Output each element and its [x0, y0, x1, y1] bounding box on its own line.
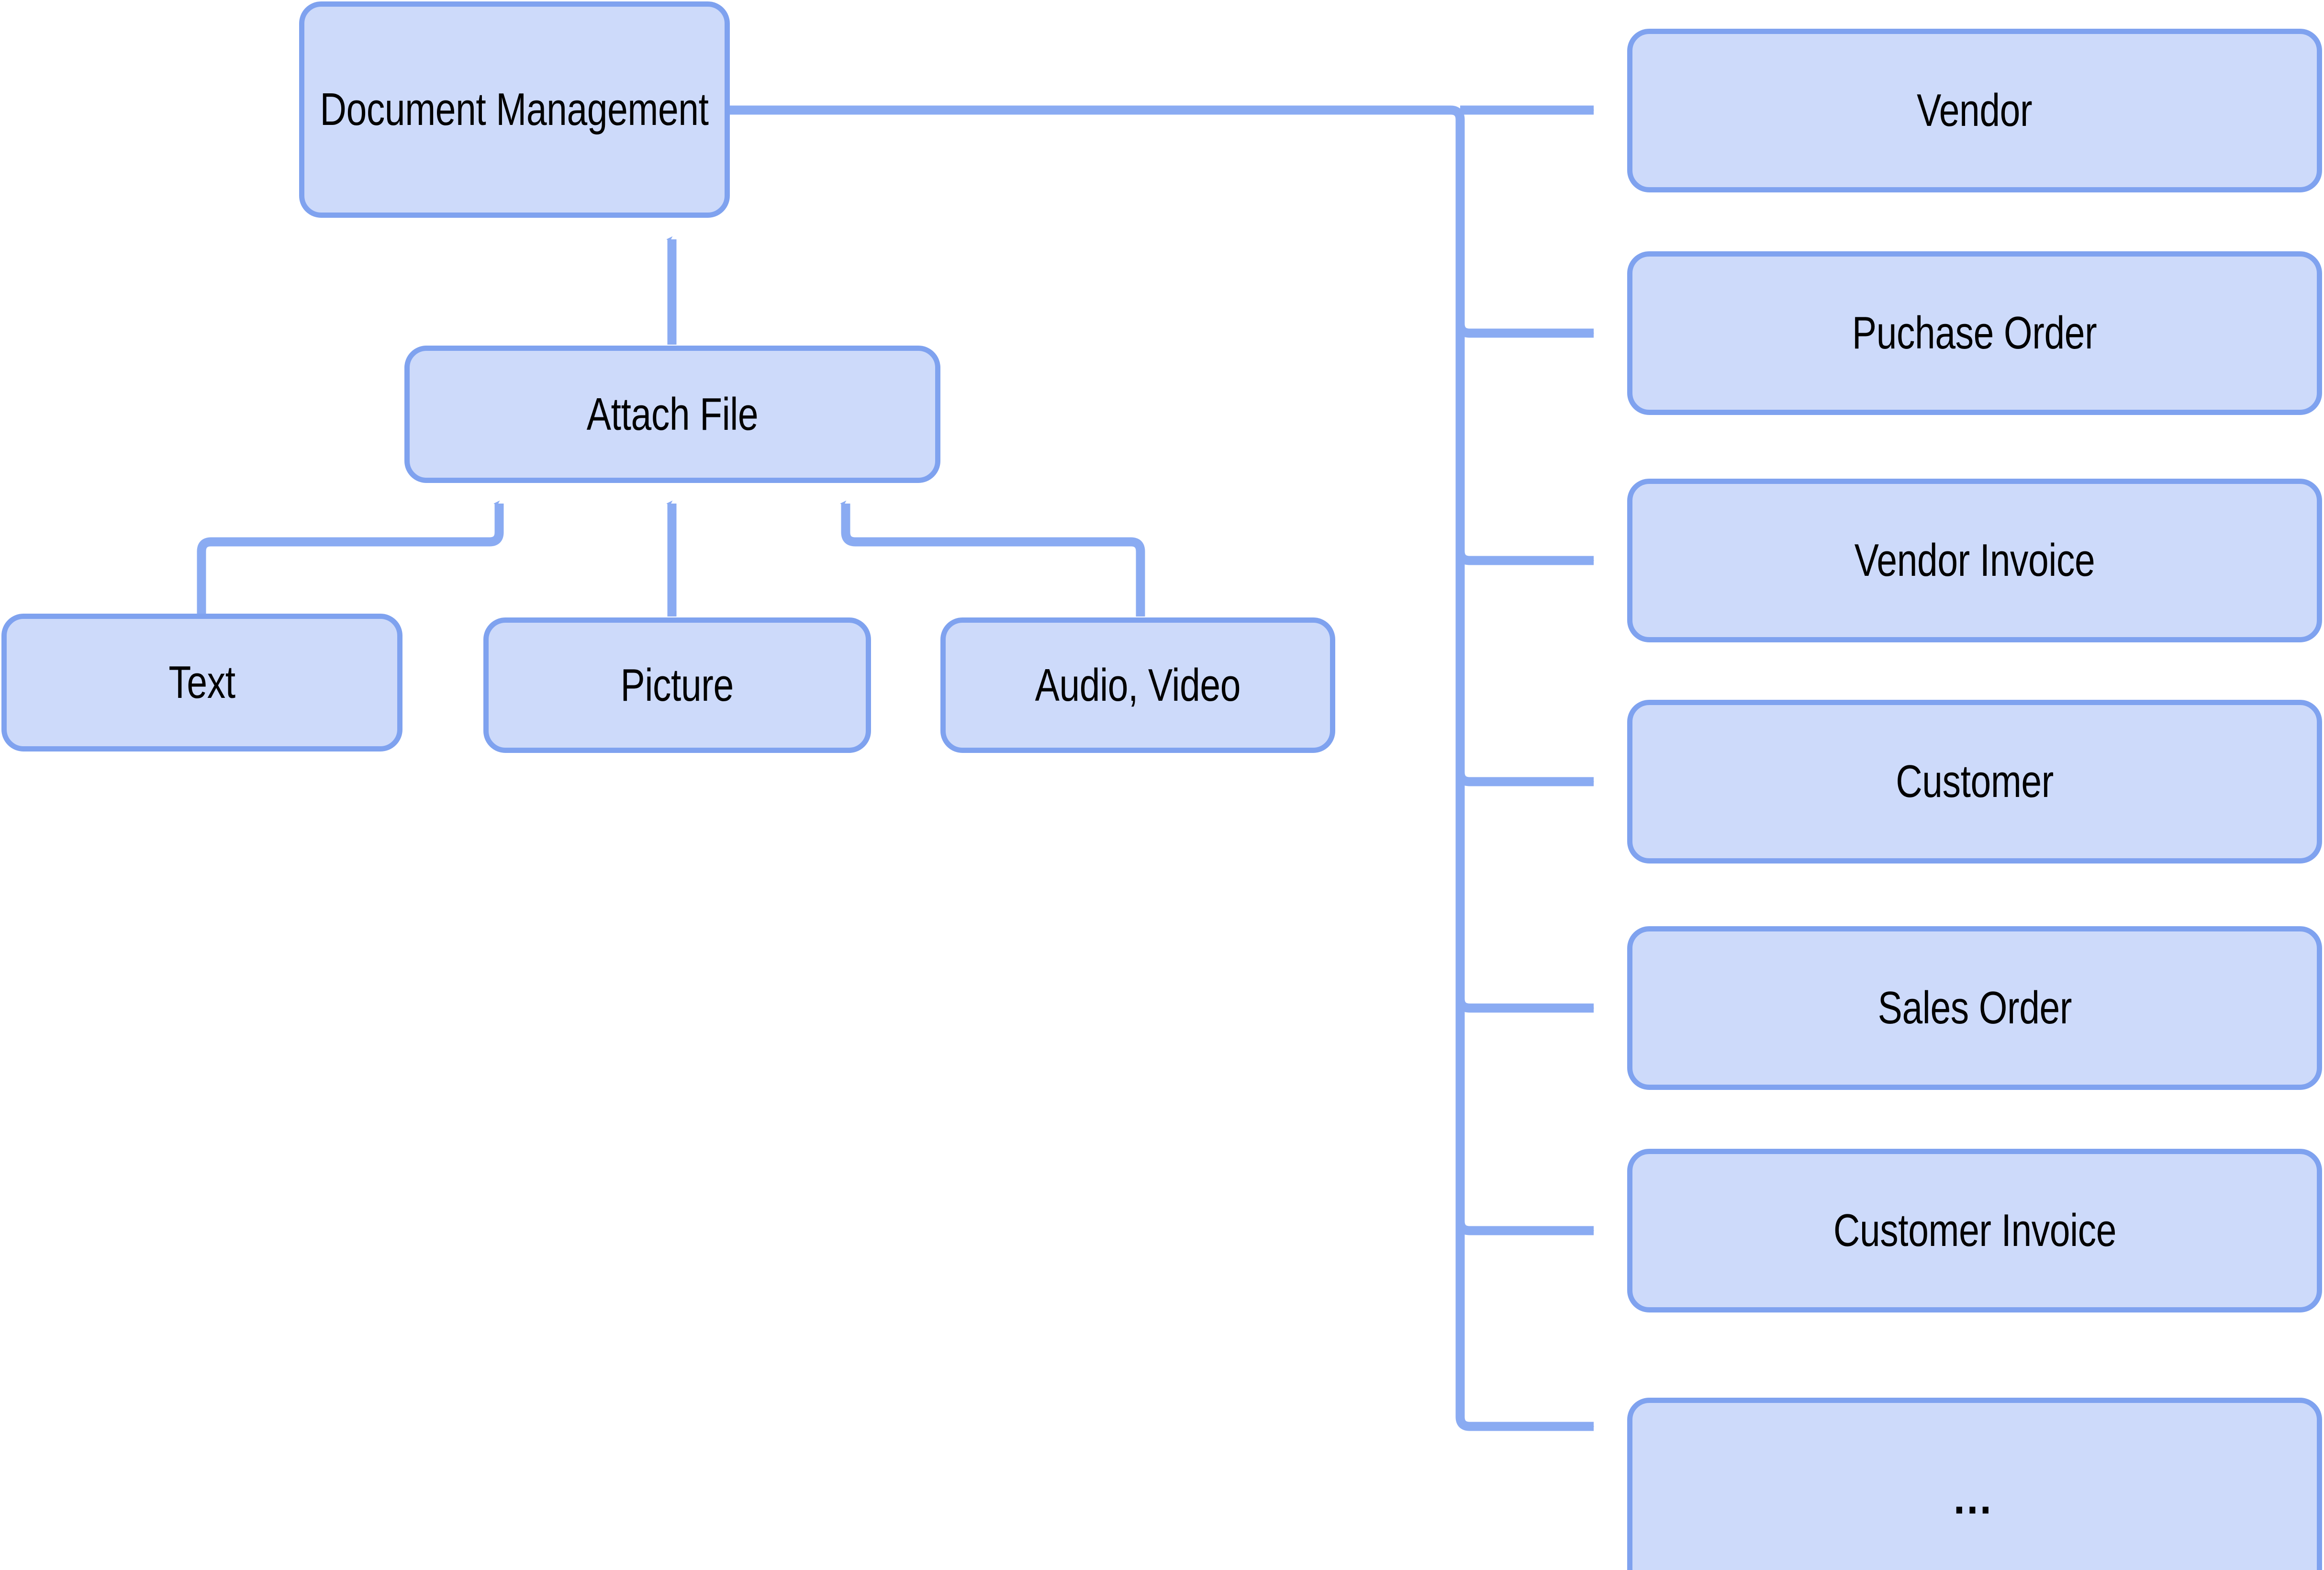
edge-document-management-to-puchase-order: [1455, 323, 1595, 338]
node-customer-invoice-label: Customer Invoice: [1833, 1205, 2116, 1256]
edge-audio-video-to-attach-file: [840, 500, 1145, 617]
edge-document-management-to-customer: [1455, 772, 1595, 786]
node-audio-video[interactable]: Audio, Video: [940, 617, 1335, 753]
node-attach-file-label: Attach File: [586, 388, 759, 440]
node-sales-order-label: Sales Order: [1877, 982, 2072, 1033]
node-vendor[interactable]: Vendor: [1627, 29, 2322, 192]
node-audio-video-label: Audio, Video: [1035, 659, 1241, 711]
node-picture-label: Picture: [620, 659, 734, 711]
node-vendor-invoice[interactable]: Vendor Invoice: [1627, 479, 2322, 642]
node-vendor-invoice-label: Vendor Invoice: [1854, 535, 2095, 586]
edge-document-management-trunk: [730, 105, 1595, 1431]
node-more-label: …: [1952, 1472, 1998, 1524]
node-document-management[interactable]: Document Management: [299, 1, 730, 218]
node-sales-order[interactable]: Sales Order: [1627, 926, 2322, 1090]
node-puchase-order[interactable]: Puchase Order: [1627, 251, 2322, 415]
node-more[interactable]: …: [1627, 1398, 2322, 1570]
node-vendor-label: Vendor: [1917, 85, 2033, 136]
node-picture[interactable]: Picture: [483, 617, 871, 753]
node-attach-file[interactable]: Attach File: [404, 346, 940, 483]
node-customer-label: Customer: [1896, 756, 2054, 807]
node-customer-invoice[interactable]: Customer Invoice: [1627, 1149, 2322, 1312]
edge-document-management-to-vendor-invoice: [1455, 550, 1595, 565]
node-document-management-label: Document Management: [320, 84, 709, 135]
node-puchase-order-label: Puchase Order: [1852, 307, 2097, 359]
edge-document-management-to-sales-order: [1455, 998, 1595, 1013]
node-customer[interactable]: Customer: [1627, 700, 2322, 864]
edge-document-management-to-customer-invoice: [1455, 1221, 1595, 1235]
node-text-label: Text: [168, 657, 235, 708]
node-text[interactable]: Text: [1, 614, 402, 751]
edge-text-to-attach-file: [197, 500, 504, 614]
